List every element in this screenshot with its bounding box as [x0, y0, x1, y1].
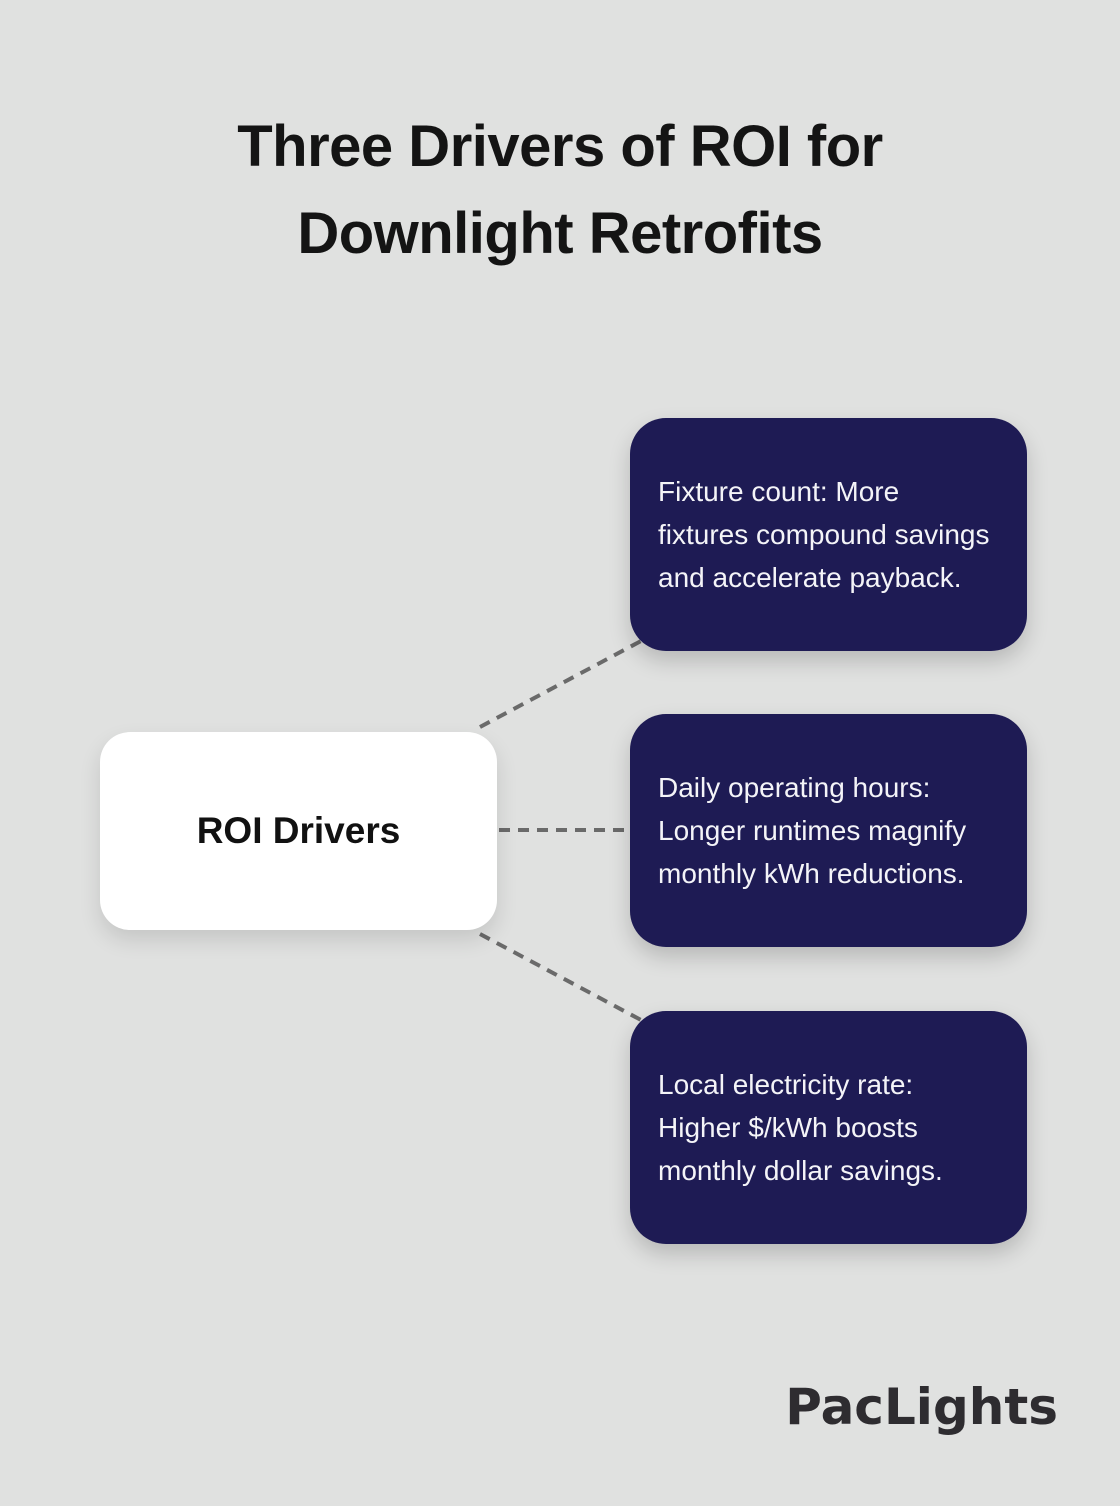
- connector-top: [479, 639, 642, 729]
- driver-card-text: Daily operating hours: Longer runtimes m…: [658, 772, 967, 889]
- driver-card-electricity-rate: Local electricity rate: Higher $/kWh boo…: [630, 1011, 1027, 1244]
- driver-card-text: Local electricity rate: Higher $/kWh boo…: [658, 1069, 943, 1186]
- page-title-line-1: Three Drivers of ROI for: [237, 114, 883, 179]
- center-node-roi-drivers: ROI Drivers: [100, 732, 497, 930]
- driver-card-fixture-count: Fixture count: More fixtures compound sa…: [630, 418, 1027, 651]
- page-title: Three Drivers of ROI for Downlight Retro…: [0, 103, 1120, 277]
- center-node-label: ROI Drivers: [196, 810, 401, 851]
- connector-bottom: [479, 932, 642, 1022]
- driver-card-text: Fixture count: More fixtures compound sa…: [658, 476, 990, 593]
- driver-card-operating-hours: Daily operating hours: Longer runtimes m…: [630, 714, 1027, 947]
- page-title-line-2: Downlight Retrofits: [297, 201, 823, 266]
- paclights-logo: PacLights: [785, 1378, 1058, 1436]
